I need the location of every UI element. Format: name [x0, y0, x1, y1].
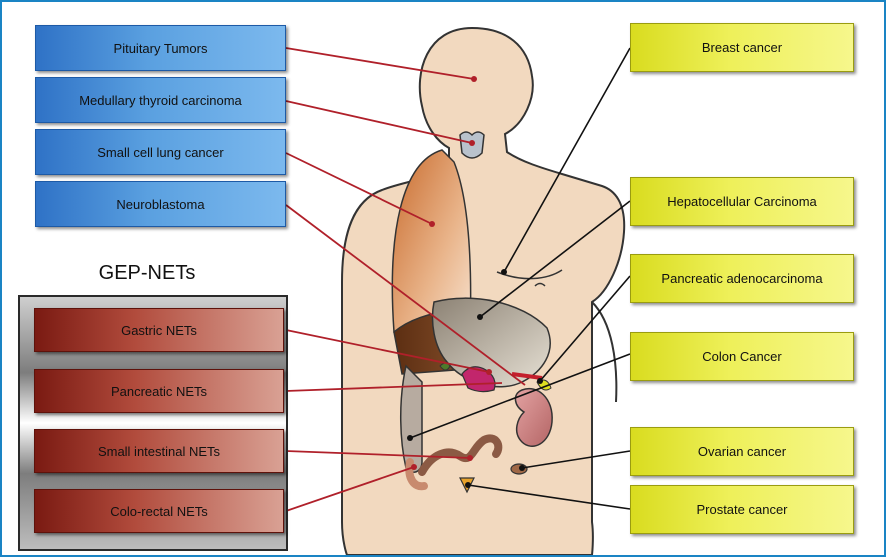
label-gastric-nets: Gastric NETs — [34, 308, 284, 352]
label-pancreatic-adenocarcinoma: Pancreatic adenocarcinoma — [630, 254, 854, 303]
dot-breast — [501, 269, 507, 275]
dot-prostate — [465, 482, 471, 488]
label-pituitary-tumors: Pituitary Tumors — [35, 25, 286, 71]
label-small-intestinal-nets: Small intestinal NETs — [34, 429, 284, 473]
label-small-cell-lung: Small cell lung cancer — [35, 129, 286, 175]
gep-nets-title: GEP-NETs — [82, 262, 212, 285]
label-prostate-cancer: Prostate cancer — [630, 485, 854, 534]
dot-hepatocellular — [477, 314, 483, 320]
dot-colorectal — [411, 464, 417, 470]
label-hepatocellular-carcinoma: Hepatocellular Carcinoma — [630, 177, 854, 226]
dot-lung — [429, 221, 435, 227]
label-ovarian-cancer: Ovarian cancer — [630, 427, 854, 476]
dot-small-intestine — [467, 455, 473, 461]
label-breast-cancer: Breast cancer — [630, 23, 854, 72]
dot-thyroid — [469, 140, 475, 146]
label-pancreatic-nets: Pancreatic NETs — [34, 369, 284, 413]
label-colo-rectal-nets: Colo-rectal NETs — [34, 489, 284, 533]
dot-gastric — [486, 369, 492, 375]
dot-ovarian — [519, 465, 525, 471]
dot-pituitary — [471, 76, 477, 82]
label-colon-cancer: Colon Cancer — [630, 332, 854, 381]
label-medullary-thyroid: Medullary thyroid carcinoma — [35, 77, 286, 123]
label-neuroblastoma: Neuroblastoma — [35, 181, 286, 227]
dot-pancreatic-adeno — [537, 378, 543, 384]
dot-colon — [407, 435, 413, 441]
body-silhouette — [342, 28, 624, 555]
